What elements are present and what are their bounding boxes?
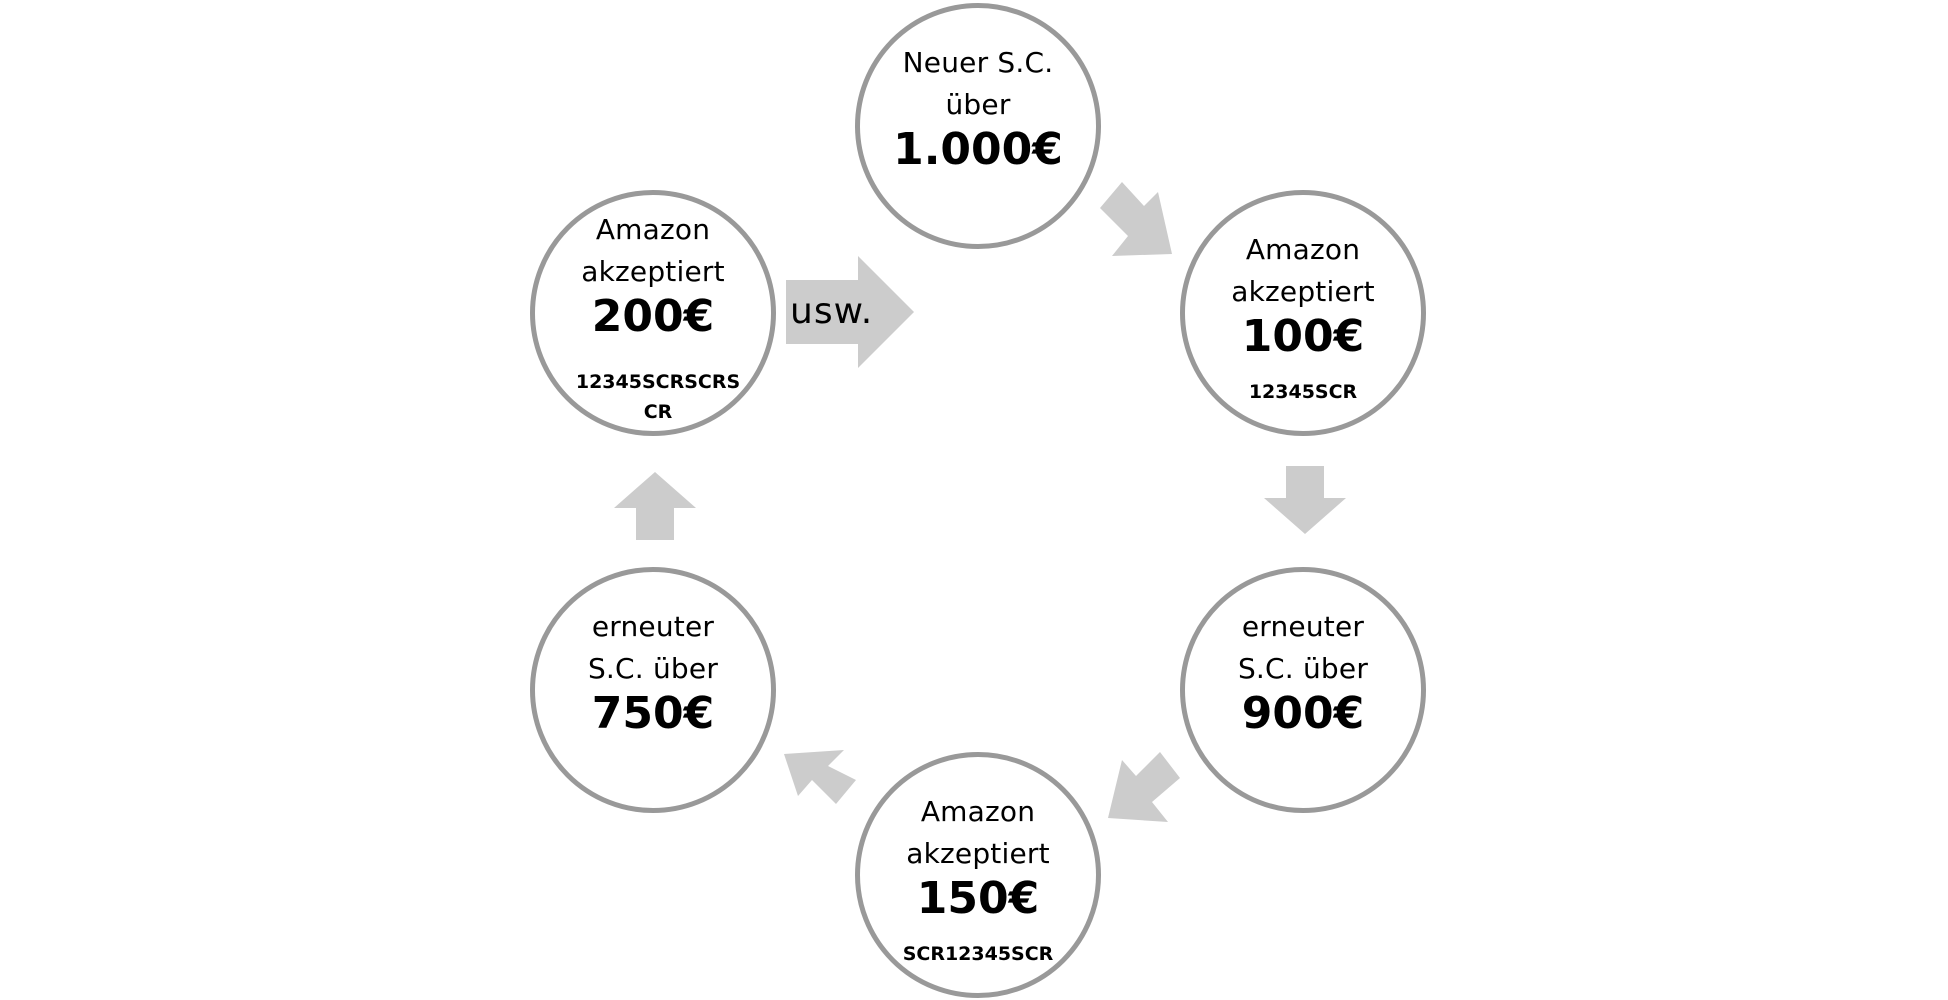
arrow-up-left-icon [784, 750, 856, 804]
node-new-sc-1000: Neuer S.C. über 1.000€ [855, 3, 1101, 249]
node-renewed-sc-900: erneuter S.C. über 900€ [1180, 567, 1426, 813]
node-line-1: Neuer S.C. [902, 46, 1054, 79]
node-line-1: erneuter [591, 610, 715, 643]
continuation-label: usw. [790, 291, 874, 332]
node-renewed-sc-750: erneuter S.C. über 750€ [530, 567, 776, 813]
node-line-2: akzeptiert [906, 837, 1050, 870]
node-line-2: akzeptiert [581, 255, 725, 288]
node-amount: 200€ [591, 291, 715, 342]
arrow-down-right-icon [1100, 182, 1172, 256]
node-amazon-200: Amazon akzeptiert 200€ 12345SCRSCRSCR [530, 190, 776, 436]
node-line-2: über [945, 88, 1011, 121]
node-code: 12345SCRSCRSCR [575, 371, 741, 423]
node-amazon-100: Amazon akzeptiert 100€ 12345SCR [1180, 190, 1426, 436]
node-amount: 1.000€ [893, 124, 1063, 175]
node-amount: 900€ [1241, 688, 1365, 739]
arrow-up-icon [614, 472, 696, 540]
node-line-2: S.C. über [587, 652, 719, 685]
node-line-1: Amazon [920, 795, 1036, 828]
node-line-2: S.C. über [1237, 652, 1369, 685]
arrow-down-icon [1264, 466, 1346, 534]
arrow-down-left-icon [1108, 752, 1180, 822]
node-line-2: akzeptiert [1231, 275, 1375, 308]
node-amount: 750€ [591, 688, 715, 739]
node-line-1: erneuter [1241, 610, 1365, 643]
node-amount: 150€ [916, 873, 1040, 924]
node-amazon-150: Amazon akzeptiert 150€ SCR12345SCR [855, 752, 1101, 998]
node-code: SCR12345SCR [902, 943, 1054, 965]
node-line-1: Amazon [595, 213, 711, 246]
node-line-1: Amazon [1245, 233, 1361, 266]
node-amount: 100€ [1241, 311, 1365, 362]
node-code: 12345SCR [1248, 381, 1358, 403]
arrow-right-icon [786, 256, 914, 368]
